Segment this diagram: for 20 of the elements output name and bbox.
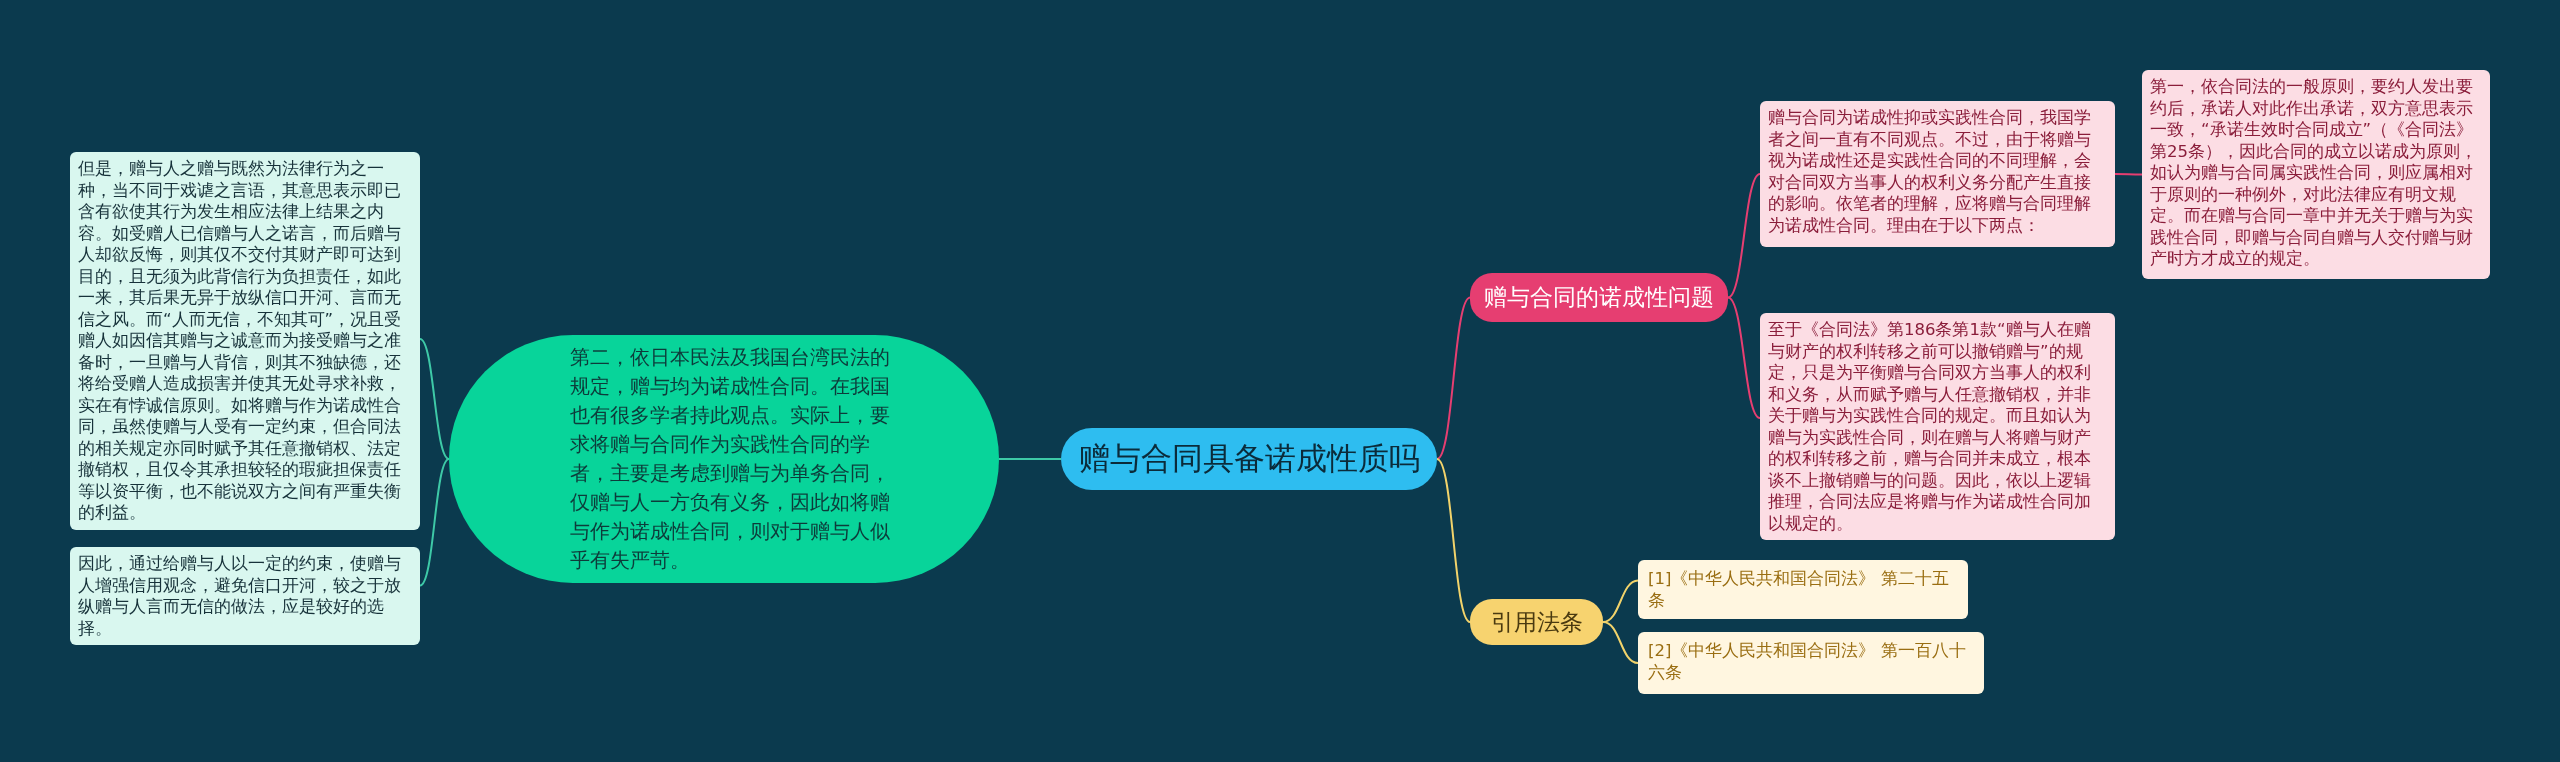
text-box: [2]《中华人民共和国合同法》 第一百八十六条 bbox=[1638, 632, 1984, 694]
connector bbox=[998, 458, 1062, 460]
text-box: 因此，通过给赠与人以一定的约束，使赠与人增强信用观念，避免信口开河，较之于放纵赠与人言而无信的做法，应是较好的选择。 bbox=[70, 547, 420, 645]
connector bbox=[419, 458, 450, 587]
text-box: [1]《中华人民共和国合同法》 第二十五条 bbox=[1638, 560, 1968, 619]
connector bbox=[1436, 296, 1471, 460]
topic-box: 第二，依日本民法及我国台湾民法的规定，赠与均为诺成性合同。在我国也有很多学者持此观点。实际上，要求将赠与合同作为实践性合同的学者，主要是考虑到赠与为单务合同，仅赠与人一方负有义务，因此如将赠与作为诺成性合同，则对于赠与人似乎有失严苛。 bbox=[449, 335, 999, 583]
connector bbox=[1436, 458, 1471, 623]
text-box: 第一，依合同法的一般原则，要约人发出要约后，承诺人对此作出承诺，双方意思表示一致，“承诺生效时合同成立”（《合同法》第25条），因此合同的成立以诺成为原则，如认为赠与合同属实践性合同，则应属相对于原则的一种例外，对此法律应有明文规定。而在赠与合同一章中并无关于赠与为实践性合同，即赠与合同自赠与人交付赠与财产时方才成立的规定。 bbox=[2142, 70, 2490, 279]
topic-box: 引用法条 bbox=[1470, 599, 1603, 645]
connector bbox=[1727, 173, 1761, 299]
text-box: 至于《合同法》第186条第1款“赠与人在赠与财产的权利转移之前可以撤销赠与”的规定，只是为平衡赠与合同双方当事人的权利和义务，从而赋予赠与人任意撤销权，并非关于赠与为实践性合同的规定。而且如认为赠与为实践性合同，则在赠与人将赠与财产的权利转移之前，赠与合同并未成立，根本谈不上撤销赠与的问题。因此，依以上逻辑推理，合同法应是将赠与作为诺成性合同加以规定的。 bbox=[1760, 313, 2115, 540]
connector bbox=[1727, 296, 1761, 419]
topic-box: 赠与合同的诺成性问题 bbox=[1470, 273, 1728, 322]
connector bbox=[2114, 173, 2143, 176]
connector bbox=[419, 338, 450, 460]
connector bbox=[1602, 621, 1639, 664]
text-box: 赠与合同为诺成性抑或实践性合同，我国学者之间一直有不同观点。不过，由于将赠与视为诺成性还是实践性合同的不同理解，会对合同双方当事人的权利义务分配产生直接的影响。依笔者的理解，应将赠与合同理解为诺成性合同。理由在于以下两点： bbox=[1760, 101, 2115, 247]
topic-box: 赠与合同具备诺成性质吗 bbox=[1061, 428, 1437, 490]
text-box: 但是，赠与人之赠与既然为法律行为之一种，当不同于戏谑之言语，其意思表示即已含有欲使其行为发生相应法律上结果之内容。如受赠人已信赠与人之诺言，而后赠与人却欲反悔，则其仅不交付其财产即可达到目的，且无须为此背信行为负担责任，如此一来，其后果无异于放纵信口开河、言而无信之风。而“人而无信，不知其可”，况且受赠人如因信其赠与之诚意而为接受赠与之准备时，一旦赠与人背信，则其不独缺德，还将给受赠人造成损害并使其无处寻求补救，实在有悖诚信原则。如将赠与作为诺成性合同，虽然使赠与人受有一定约束，但合同法的相关规定亦同时赋予其任意撤销权、法定撤销权，且仅令其承担较轻的瑕疵担保责任等以资平衡，也不能说双方之间有严重失衡的利益。 bbox=[70, 152, 420, 530]
